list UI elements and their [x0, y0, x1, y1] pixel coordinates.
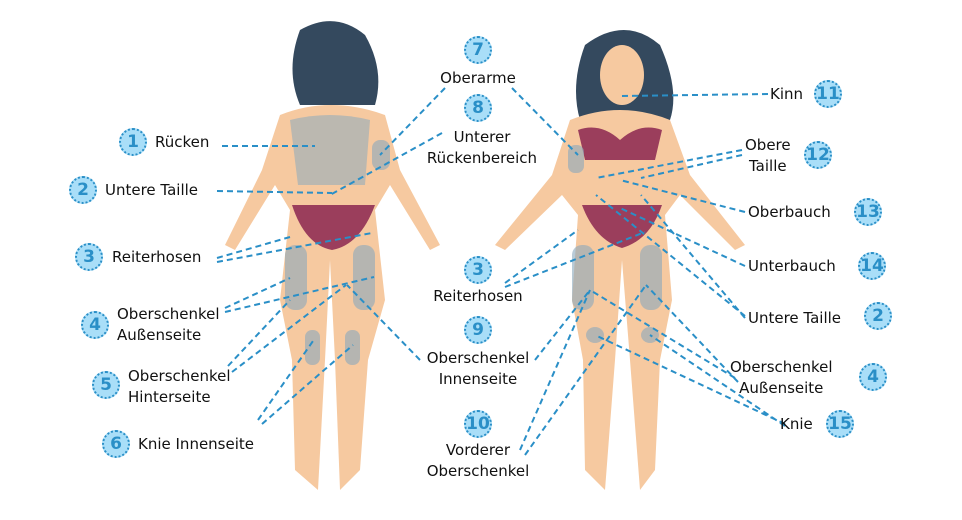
line-1: Vorderer [445, 441, 511, 459]
badge-4: 4 [81, 311, 109, 339]
badge-13: 13 [854, 198, 882, 226]
badge-3-center: 3 [464, 256, 492, 284]
badge-2: 2 [69, 176, 97, 204]
line-2: Taille [749, 157, 787, 175]
label-reiterhosen-center: Reiterhosen [433, 287, 523, 305]
label-oberarme: Oberarme [440, 69, 516, 87]
pointer-lines [216, 87, 786, 456]
line-1: Obere [745, 136, 791, 154]
badge-3: 3 [75, 243, 103, 271]
line-2: Außenseite [739, 379, 824, 397]
label-oberbauch: Oberbauch [748, 203, 831, 221]
line-1: Oberschenkel [128, 367, 231, 385]
badge-15: 15 [826, 410, 854, 438]
line-2: Oberschenkel [426, 462, 530, 480]
label-untere-taille-back: Untere Taille [105, 181, 199, 199]
badge-11: 11 [814, 80, 842, 108]
line-2: Rückenbereich [426, 149, 538, 167]
label-kinn: Kinn [770, 85, 804, 103]
label-knie: Knie [780, 415, 813, 433]
line-2: Hinterseite [128, 388, 211, 406]
label-ruecken: Rücken [155, 133, 210, 151]
line-1: Oberschenkel [117, 305, 220, 323]
label-reiterhosen-back: Reiterhosen [112, 248, 202, 266]
line-2: Außenseite [117, 326, 202, 344]
badge-2-front: 2 [864, 302, 892, 330]
badge-10: 10 [464, 410, 492, 438]
front-figure [495, 30, 745, 490]
badge-7: 7 [464, 36, 492, 64]
line-1: Unterer [453, 128, 511, 146]
badge-12: 12 [804, 141, 832, 169]
line-1: Oberschenkel [730, 358, 833, 376]
badge-1: 1 [119, 128, 147, 156]
label-unterbauch: Unterbauch [748, 257, 836, 275]
badge-8: 8 [464, 94, 492, 122]
badge-5: 5 [92, 371, 120, 399]
label-untere-taille-front: Untere Taille [748, 309, 842, 327]
badge-9: 9 [464, 316, 492, 344]
badge-14: 14 [858, 252, 886, 280]
line-1: Oberschenkel [426, 349, 530, 367]
badge-6: 6 [102, 430, 130, 458]
label-knie-innenseite: Knie Innenseite [138, 435, 255, 453]
back-figure [225, 21, 440, 490]
badge-4-front: 4 [859, 363, 887, 391]
line-2: Innenseite [438, 370, 518, 388]
